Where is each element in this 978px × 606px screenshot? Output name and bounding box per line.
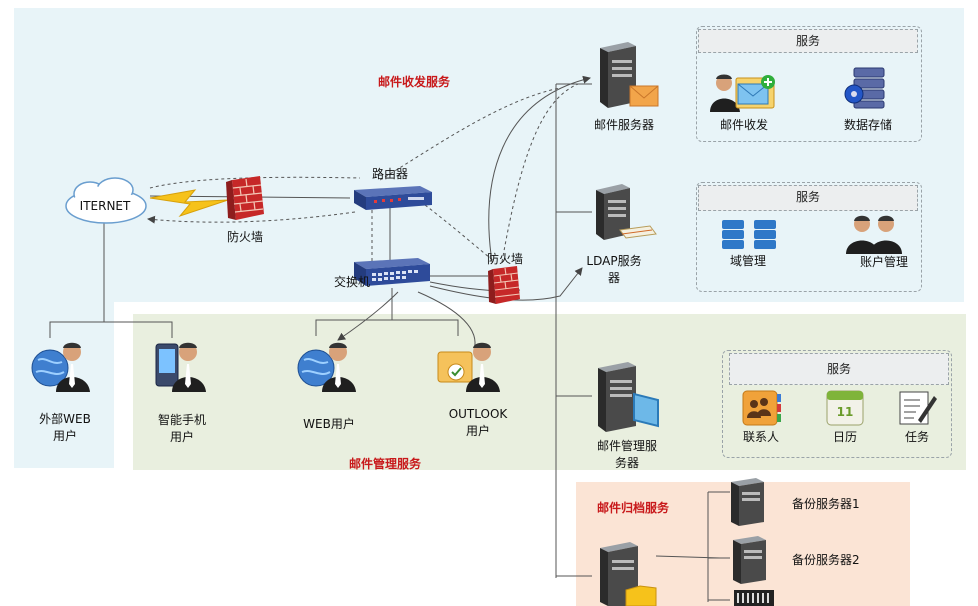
outlook-user-label-line2: 用户 xyxy=(465,424,490,438)
ldap-service-item-account-management: 账户管理 xyxy=(859,255,908,269)
mail-service-panel-title: 服务 xyxy=(698,29,918,53)
web-user-icon xyxy=(297,342,356,392)
router-label: 路由器 xyxy=(371,167,408,181)
backup-server-1-icon xyxy=(731,478,764,526)
domain-management-icon xyxy=(722,220,776,249)
management-service-item-calendar: 日历 xyxy=(832,430,857,444)
mail-receive-icon xyxy=(710,74,775,112)
mail-send-receive-zone-label: 邮件收发服务 xyxy=(378,75,451,89)
management-service-item-tasks: 任务 xyxy=(904,430,929,444)
ldap-service-panel-title: 服务 xyxy=(698,185,918,211)
mail-server-icon xyxy=(600,42,659,108)
smartphone-user-label-line2: 用户 xyxy=(169,430,194,444)
external-web-user-label-line1: 外部WEB xyxy=(39,412,91,426)
ldap-service-item-domain-management: 域管理 xyxy=(729,254,766,268)
router-icon xyxy=(354,186,432,210)
external-web-user-label-line2: 用户 xyxy=(52,429,77,443)
mail-archive-zone-label: 邮件归档服务 xyxy=(597,501,670,515)
internet-cloud-icon xyxy=(65,177,147,224)
external-web-user-icon xyxy=(31,342,90,392)
backup-server-1-label: 备份服务器1 xyxy=(792,497,860,511)
ldap-server-icon xyxy=(596,184,657,240)
smartphone-user-icon xyxy=(155,342,206,392)
backup-server-2-icon xyxy=(733,536,766,584)
management-service-panel-title: 服务 xyxy=(729,353,949,385)
data-storage-icon xyxy=(844,67,885,109)
tasks-icon xyxy=(899,391,937,425)
switch-icon xyxy=(354,258,430,286)
internet-label: ITERNET xyxy=(79,199,131,213)
calendar-day-number: 11 xyxy=(836,405,854,419)
management-service-panel xyxy=(722,350,952,458)
mail-send-receive-zone xyxy=(14,8,964,302)
mail-service-panel xyxy=(696,26,922,142)
mail-service-item-send-receive: 邮件收发 xyxy=(719,118,768,132)
management-service-item-contacts: 联系人 xyxy=(742,430,779,444)
lightning-icon xyxy=(149,189,229,218)
switch-label: 交换机 xyxy=(333,275,370,289)
calendar-icon xyxy=(826,390,864,426)
mail-management-server-label-line2: 务器 xyxy=(614,456,639,470)
web-user-label: WEB用户 xyxy=(303,417,355,431)
contacts-icon xyxy=(742,390,781,426)
firewall-left-icon xyxy=(226,176,264,220)
account-management-icon xyxy=(846,215,902,254)
mail-management-zone xyxy=(133,314,966,470)
archive-server-icon xyxy=(600,542,657,606)
mail-service-item-data-storage: 数据存储 xyxy=(843,118,892,132)
mail-management-server-label-line1: 邮件管理服 xyxy=(596,439,657,453)
backup-storage-icon xyxy=(734,590,774,606)
backup-server-2-label: 备份服务器2 xyxy=(792,553,860,567)
smartphone-user-label-line1: 智能手机 xyxy=(157,413,206,427)
outlook-user-label-line1: OUTLOOK xyxy=(448,407,508,421)
mail-management-zone-label: 邮件管理服务 xyxy=(349,457,422,471)
ldap-server-label-line2: 器 xyxy=(607,271,620,285)
mail-management-server-icon xyxy=(598,362,659,432)
outlook-user-icon xyxy=(437,342,500,392)
ldap-service-panel xyxy=(696,182,922,292)
ldap-server-label-line1: LDAP服务 xyxy=(586,254,642,268)
firewall-right-icon xyxy=(488,266,521,304)
firewall-left-label: 防火墙 xyxy=(226,230,263,244)
mail-server-label: 邮件服务器 xyxy=(593,118,654,132)
firewall-right-label: 防火墙 xyxy=(486,252,523,266)
